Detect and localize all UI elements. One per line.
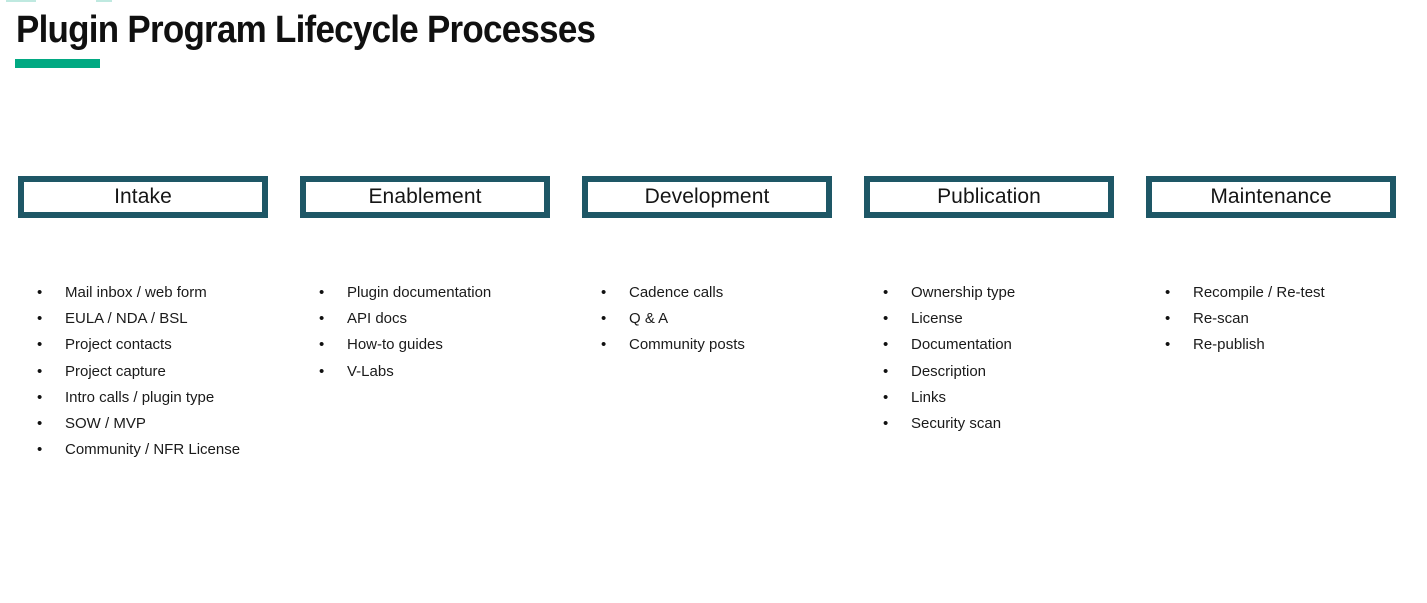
list-item: • Q & A	[582, 306, 832, 332]
list-item-text: Q & A	[629, 310, 669, 328]
list-item-text: Community / NFR License	[65, 441, 241, 459]
list-item: • How-to guides	[300, 332, 550, 358]
list-item-text: Re-publish	[1193, 336, 1265, 354]
lifecycle-stage-column: Maintenance • Recompile / Re-test • Re-s…	[1146, 176, 1396, 463]
list-item: • EULA / NDA / BSL	[18, 306, 268, 332]
list-item: • Re-publish	[1146, 332, 1396, 358]
cropped-green-artifact	[96, 0, 112, 2]
stage-title: Maintenance	[1210, 185, 1332, 208]
list-item-text: Recompile / Re-test	[1193, 284, 1325, 301]
bullet-icon: •	[37, 441, 43, 459]
title-accent-underline	[15, 59, 100, 68]
list-item-text: Cadence calls	[629, 284, 724, 301]
list-item: • SOW / MVP	[18, 411, 268, 437]
bullet-icon: •	[319, 362, 325, 380]
list-item: • V-Labs	[300, 359, 550, 385]
list-item-text: Project capture	[65, 362, 166, 380]
lifecycle-stage-column: Enablement • Plugin documentation • API …	[300, 176, 550, 463]
bullet-icon: •	[319, 284, 325, 301]
lifecycle-columns: Intake • Mail inbox / web form • EULA / …	[18, 176, 1396, 463]
list-item-text: Description	[911, 362, 987, 380]
stage-header-box: Maintenance	[1146, 176, 1396, 218]
bullet-icon: •	[37, 284, 43, 301]
stage-item-list: • Mail inbox / web form • EULA / NDA / B…	[18, 280, 268, 463]
stage-item-list: • Plugin documentation • API docs • How-…	[300, 280, 550, 385]
list-item-text: Intro calls / plugin type	[65, 388, 215, 406]
bullet-icon: •	[37, 336, 43, 354]
list-item-text: SOW / MVP	[65, 415, 146, 433]
list-item: • Ownership type	[864, 280, 1114, 306]
list-item-text: EULA / NDA / BSL	[65, 310, 188, 328]
stage-title: Publication	[937, 185, 1041, 208]
lifecycle-stage-column: Publication • Ownership type • License •…	[864, 176, 1114, 463]
list-item: • API docs	[300, 306, 550, 332]
list-item: • Documentation	[864, 332, 1114, 358]
stage-header-box: Development	[582, 176, 832, 218]
stage-header-box: Enablement	[300, 176, 550, 218]
list-item: • Recompile / Re-test	[1146, 280, 1396, 306]
list-item: • Plugin documentation	[300, 280, 550, 306]
bullet-icon: •	[883, 284, 889, 301]
bullet-icon: •	[319, 336, 325, 354]
bullet-icon: •	[1165, 336, 1171, 354]
list-item: • Security scan	[864, 411, 1114, 437]
bullet-icon: •	[37, 388, 43, 406]
bullet-icon: •	[883, 362, 889, 380]
list-item: • Description	[864, 359, 1114, 385]
bullet-icon: •	[601, 336, 607, 354]
list-item: • Project capture	[18, 359, 268, 385]
bullet-icon: •	[319, 310, 325, 328]
list-item: • Community / NFR License	[18, 437, 268, 463]
list-item: • Community posts	[582, 332, 832, 358]
bullet-icon: •	[601, 284, 607, 301]
stage-title: Enablement	[368, 185, 482, 208]
stage-item-list: • Ownership type • License • Documentati…	[864, 280, 1114, 437]
bullet-icon: •	[37, 415, 43, 433]
list-item-text: V-Labs	[347, 362, 394, 380]
list-item: • Intro calls / plugin type	[18, 385, 268, 411]
bullet-icon: •	[883, 388, 889, 406]
page-title: Plugin Program Lifecycle Processes	[16, 9, 596, 51]
bullet-icon: •	[601, 310, 607, 328]
list-item-text: Ownership type	[911, 284, 1016, 301]
list-item: • Project contacts	[18, 332, 268, 358]
list-item: • Cadence calls	[582, 280, 832, 306]
stage-title: Intake	[114, 185, 172, 208]
bullet-icon: •	[883, 336, 889, 354]
list-item-text: Re-scan	[1193, 310, 1249, 328]
bullet-icon: •	[883, 310, 889, 328]
stage-item-list: • Recompile / Re-test • Re-scan • Re-pub…	[1146, 280, 1396, 359]
cropped-green-artifact	[6, 0, 36, 2]
list-item-text: Links	[911, 388, 947, 406]
list-item: • Mail inbox / web form	[18, 280, 268, 306]
bullet-icon: •	[37, 362, 43, 380]
bullet-icon: •	[1165, 284, 1171, 301]
list-item-text: How-to guides	[347, 336, 443, 354]
lifecycle-stage-column: Development • Cadence calls • Q & A • Co…	[582, 176, 832, 463]
bullet-icon: •	[883, 415, 889, 433]
list-item: • Links	[864, 385, 1114, 411]
list-item-text: Plugin documentation	[347, 284, 492, 301]
list-item-text: Documentation	[911, 336, 1012, 354]
bullet-icon: •	[1165, 310, 1171, 328]
stage-title: Development	[644, 185, 770, 208]
stage-header-box: Publication	[864, 176, 1114, 218]
list-item: • License	[864, 306, 1114, 332]
stage-header-box: Intake	[18, 176, 268, 218]
list-item-text: Security scan	[911, 415, 1002, 433]
list-item-text: Community posts	[629, 336, 745, 354]
bullet-icon: •	[37, 310, 43, 328]
list-item-text: Project contacts	[65, 336, 172, 354]
list-item-text: API docs	[347, 310, 408, 328]
stage-item-list: • Cadence calls • Q & A • Community post…	[582, 280, 832, 359]
list-item-text: Mail inbox / web form	[65, 284, 207, 301]
lifecycle-stage-column: Intake • Mail inbox / web form • EULA / …	[18, 176, 268, 463]
list-item: • Re-scan	[1146, 306, 1396, 332]
list-item-text: License	[911, 310, 963, 328]
